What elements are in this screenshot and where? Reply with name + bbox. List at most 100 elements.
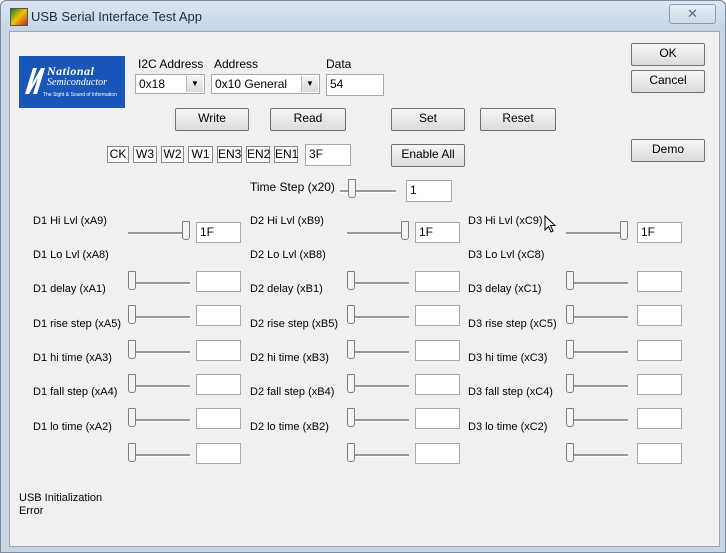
- channel-1-slider[interactable]: [128, 338, 190, 362]
- toggle-en1[interactable]: EN1: [274, 146, 299, 163]
- read-button[interactable]: Read: [270, 108, 346, 131]
- slider-thumb[interactable]: [401, 221, 409, 240]
- slider-track: [347, 351, 409, 354]
- channel-2-slider[interactable]: [347, 372, 409, 396]
- channel-1-value-input[interactable]: [196, 340, 241, 361]
- slider-thumb[interactable]: [128, 374, 136, 393]
- channel-3-value-input[interactable]: 1F: [637, 222, 682, 243]
- channel-3-value-input[interactable]: [637, 374, 682, 395]
- slider-track: [566, 385, 628, 388]
- channel-2-slider[interactable]: [347, 303, 409, 327]
- demo-button[interactable]: Demo: [631, 139, 705, 162]
- channel-1-value-input[interactable]: [196, 374, 241, 395]
- channel-3-slider[interactable]: [566, 303, 628, 327]
- set-button[interactable]: Set: [391, 108, 465, 131]
- channel-2-value-input[interactable]: [415, 271, 460, 292]
- channel-1-slider[interactable]: [128, 441, 190, 465]
- channel-2-value-input[interactable]: [415, 374, 460, 395]
- write-button[interactable]: Write: [175, 108, 249, 131]
- time-step-input[interactable]: 1: [406, 180, 452, 202]
- channel-1-value-input[interactable]: [196, 408, 241, 429]
- channel-2-value-input[interactable]: [415, 305, 460, 326]
- channel-3-value-input[interactable]: [637, 340, 682, 361]
- slider-thumb[interactable]: [348, 179, 356, 198]
- reset-button[interactable]: Reset: [480, 108, 556, 131]
- i2c-address-select[interactable]: 0x18 ▼: [135, 74, 205, 94]
- time-step-slider[interactable]: [340, 177, 396, 201]
- channel-3-value-input[interactable]: [637, 443, 682, 464]
- channel-3-slider[interactable]: [566, 338, 628, 362]
- close-button[interactable]: ✕: [669, 4, 716, 24]
- channel-2-value-input[interactable]: [415, 340, 460, 361]
- toggle-w2[interactable]: W2: [161, 146, 184, 163]
- cancel-button[interactable]: Cancel: [631, 70, 705, 93]
- chevron-down-icon[interactable]: ▼: [301, 76, 318, 92]
- channel-2-value-input[interactable]: 1F: [415, 222, 460, 243]
- enable-all-button[interactable]: Enable All: [391, 144, 465, 167]
- slider-thumb[interactable]: [128, 408, 136, 427]
- channel-2-label: D2 lo time (xB2): [250, 421, 329, 433]
- toggle-w3[interactable]: W3: [133, 146, 157, 163]
- slider-thumb[interactable]: [347, 340, 355, 359]
- channel-3-slider[interactable]: [566, 372, 628, 396]
- channel-3-value-input[interactable]: [637, 408, 682, 429]
- slider-thumb[interactable]: [347, 271, 355, 290]
- slider-thumb[interactable]: [347, 374, 355, 393]
- channel-3-slider[interactable]: [566, 406, 628, 430]
- channel-1-value-input[interactable]: [196, 271, 241, 292]
- ok-button[interactable]: OK: [631, 43, 705, 66]
- channel-2-value-input[interactable]: [415, 408, 460, 429]
- slider-thumb[interactable]: [347, 408, 355, 427]
- channel-1-value-input[interactable]: [196, 305, 241, 326]
- channel-2-slider[interactable]: [347, 338, 409, 362]
- toggle-en3[interactable]: EN3: [217, 146, 242, 163]
- channel-3-slider[interactable]: [566, 441, 628, 465]
- channel-3-value-input[interactable]: [637, 271, 682, 292]
- data-input[interactable]: 54: [326, 74, 384, 96]
- slider-thumb[interactable]: [566, 408, 574, 427]
- slider-thumb[interactable]: [182, 221, 190, 240]
- slider-thumb[interactable]: [128, 271, 136, 290]
- toggle-w1[interactable]: W1: [188, 146, 213, 163]
- slider-thumb[interactable]: [128, 443, 136, 462]
- channel-1-slider[interactable]: [128, 406, 190, 430]
- channel-1-value-input[interactable]: 1F: [196, 222, 241, 243]
- channel-1-label: D1 Lo Lvl (xA8): [33, 249, 109, 261]
- toggle-value-input[interactable]: 3F: [305, 144, 351, 166]
- channel-3-slider[interactable]: [566, 219, 628, 243]
- channel-3-value-input[interactable]: [637, 305, 682, 326]
- slider-track: [566, 282, 628, 285]
- channel-1-label: D1 delay (xA1): [33, 283, 106, 295]
- channel-1-slider[interactable]: [128, 303, 190, 327]
- channel-2-slider[interactable]: [347, 406, 409, 430]
- client-area: National Semiconductor The Sight & Sound…: [9, 31, 720, 547]
- slider-thumb[interactable]: [347, 443, 355, 462]
- slider-thumb[interactable]: [566, 271, 574, 290]
- channel-1-value-input[interactable]: [196, 443, 241, 464]
- channel-2-value-input[interactable]: [415, 443, 460, 464]
- slider-thumb[interactable]: [566, 374, 574, 393]
- slider-thumb[interactable]: [566, 340, 574, 359]
- channel-3-slider[interactable]: [566, 269, 628, 293]
- channel-3-label: D3 hi time (xC3): [468, 352, 548, 364]
- slider-thumb[interactable]: [566, 305, 574, 324]
- channel-2-slider[interactable]: [347, 219, 409, 243]
- channel-1-slider[interactable]: [128, 219, 190, 243]
- slider-thumb[interactable]: [620, 221, 628, 240]
- slider-thumb[interactable]: [128, 340, 136, 359]
- title-bar[interactable]: USB Serial Interface Test App ✕: [1, 1, 725, 31]
- slider-thumb[interactable]: [128, 305, 136, 324]
- channel-1-slider[interactable]: [128, 372, 190, 396]
- toggle-ck[interactable]: CK: [107, 146, 129, 163]
- close-icon: ✕: [687, 6, 698, 21]
- address-value: 0x10 General: [215, 77, 288, 91]
- toggle-en2[interactable]: EN2: [246, 146, 271, 163]
- slider-thumb[interactable]: [347, 305, 355, 324]
- channel-2-slider[interactable]: [347, 269, 409, 293]
- slider-thumb[interactable]: [566, 443, 574, 462]
- status-text: USB Initialization Error: [19, 492, 103, 517]
- chevron-down-icon[interactable]: ▼: [186, 76, 203, 92]
- channel-2-slider[interactable]: [347, 441, 409, 465]
- channel-1-slider[interactable]: [128, 269, 190, 293]
- address-select[interactable]: 0x10 General ▼: [211, 74, 320, 94]
